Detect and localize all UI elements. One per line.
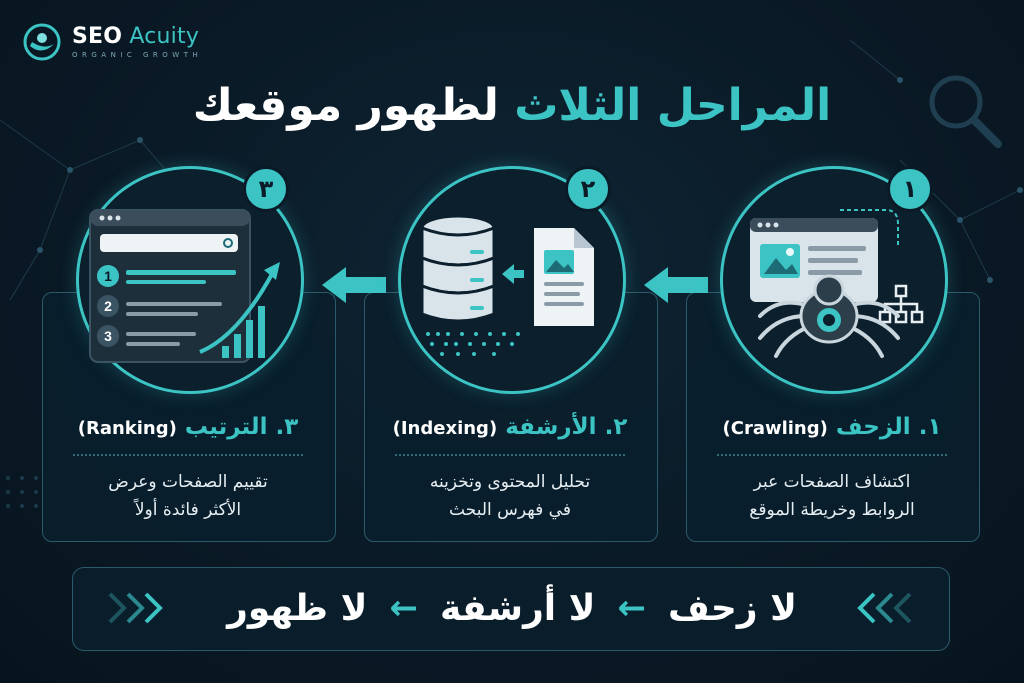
flow-arrow-left-2 <box>322 267 386 303</box>
flow-item-no-index: لا أرشفة <box>439 587 596 629</box>
flow-separator-1: ← <box>617 588 647 628</box>
rank-number-3: 3 <box>104 328 112 344</box>
chevrons-left-icon <box>857 592 912 624</box>
database-document-icon <box>420 214 594 356</box>
page-title: المراحل الثلاث لظهور موقعك <box>0 80 1024 131</box>
rank-number-1: 1 <box>104 268 112 284</box>
brand-logo: SEO Acuity ORGANIC GROWTH <box>22 22 202 62</box>
step-title-crawling: ١. الزحف (Crawling) <box>722 414 942 440</box>
step-badge-1: ١ <box>887 166 933 212</box>
spider-crawler-icon <box>750 209 924 358</box>
logo-ring-icon <box>23 23 61 61</box>
search-results-ranking-icon: 1 2 3 <box>89 209 280 363</box>
step-divider-ranking <box>73 454 303 456</box>
brand-name: SEO Acuity <box>72 23 200 49</box>
dot-grid-decoration <box>6 476 38 508</box>
brand-tagline: ORGANIC GROWTH <box>72 50 203 59</box>
flow-separator-2: ← <box>389 588 418 628</box>
title-highlight: المراحل الثلاث <box>514 80 832 131</box>
chevrons-right-icon <box>108 592 163 624</box>
step-title-ranking: ٣. الترتيب (Ranking) <box>77 414 299 440</box>
rank-number-2: 2 <box>104 298 112 314</box>
flow-arrow-left-1 <box>644 267 708 303</box>
step-title-indexing: ٢. الأرشفة (Indexing) <box>392 414 628 440</box>
title-rest: لظهور موقعك <box>192 80 515 131</box>
summary-flow: لا زحف ← لا أرشفة ← لا ظهور <box>180 582 844 634</box>
summary-banner <box>72 567 950 651</box>
magnifier-icon <box>929 75 1002 148</box>
step-badge-2: ٢ <box>565 166 611 212</box>
flow-item-no-visibility: لا ظهور <box>227 587 368 629</box>
step-divider-indexing <box>395 454 625 456</box>
flow-item-no-crawl: لا زحف <box>668 587 797 629</box>
step-badge-3: ٣ <box>243 166 289 212</box>
step-divider-crawling <box>717 454 947 456</box>
